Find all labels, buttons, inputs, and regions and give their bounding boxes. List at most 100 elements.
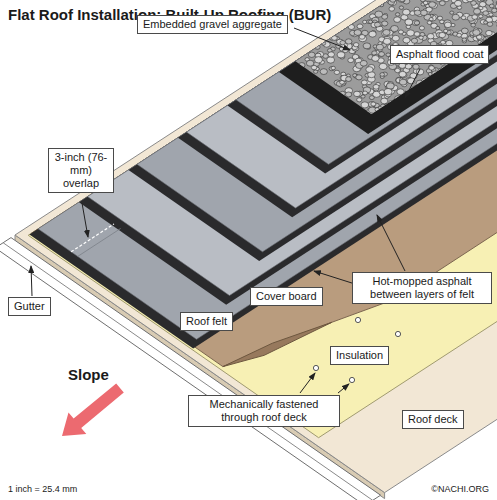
gravel-stone [412,86,419,92]
gravel-stone [444,29,448,32]
callout-box: Cover board [250,287,323,306]
gravel-stone [400,0,405,2]
gravel-stone [419,36,423,40]
gravel-stone [472,15,478,20]
gravel-stone [429,66,435,70]
gravel-stone [390,0,396,2]
gravel-stone [399,79,406,85]
gravel-stone [450,11,454,14]
gravel-stone [374,22,380,27]
cover-board-curl [223,322,332,366]
gravel-stone [321,42,325,45]
gravel-stone [487,22,493,26]
callout-text: Asphalt flood coat [396,48,483,61]
fastener [395,331,400,336]
gravel-stone [380,3,384,6]
gravel-stone [457,33,462,37]
gravel-stone [354,91,361,96]
gravel-stone [375,108,380,112]
gravel-stone [383,29,390,35]
gravel-stone [432,71,438,76]
slope-label: Slope [68,366,109,383]
gravel-stone [489,13,493,16]
gravel-stone [471,23,476,27]
gravel-stone [320,69,327,75]
gravel-stone [436,0,442,2]
cover-board [32,0,497,367]
gravel-stone [386,83,394,89]
gravel-stone [466,0,473,2]
watermark: ©NACHI.ORG [431,484,489,494]
scale-note: 1 inch = 25.4 mm [8,484,77,494]
gravel-stone [383,38,391,44]
callout-box: Insulation [330,346,389,365]
gravel-stone [368,102,375,108]
gravel-stone [308,52,315,57]
callout-box: 3-inch (76-mm) overlap [48,148,114,193]
gravel-stone [412,20,419,26]
overlap-line [71,224,114,252]
gravel-stone [385,103,389,106]
gravel-stone [357,24,363,29]
roof-deck [15,0,497,493]
gravel-stone [376,44,383,50]
gravel-stone [416,80,424,86]
gravel-stone [403,37,410,43]
fastener [349,377,354,382]
gravel-stone [348,58,354,63]
gravel-stone [369,96,374,100]
gravel-stone [492,8,497,12]
gravel-stone [379,52,385,57]
callout-box: Asphalt flood coat [390,45,489,64]
gravel-stone [440,20,444,24]
gravel-stone [331,66,335,69]
roof-felt [137,0,497,252]
leader-line [294,28,350,50]
gravel-stone [373,84,379,89]
gravel-stone [315,45,321,49]
gravel-stone [357,98,362,102]
gravel-stone [413,64,419,69]
gravel-stone [427,34,434,39]
gravel-stone [419,26,424,30]
callout-text: Roof deck [408,413,458,426]
gravel-stone [414,10,421,15]
gravel-stone [384,88,392,94]
gravel-stone [439,32,446,37]
gravel-stone [436,26,440,29]
gravel-stone [381,98,388,104]
roof-felt [88,0,497,295]
gravel-stone [444,22,451,28]
gravel-stone [331,36,337,41]
gravel-stone [480,0,487,1]
callout-text: Cover board [256,290,317,303]
gravel-stone [403,9,410,15]
gravel-stone [363,43,370,49]
gravel-stone [399,71,406,77]
gravel-stone [353,43,358,47]
gravel-stone [389,7,395,12]
gravel-stone [314,70,318,73]
gravel-stone [479,2,486,7]
callout-box: Hot-mopped asphalt between layers of fel… [352,272,492,304]
fastener [355,317,360,322]
gravel-stone [392,35,399,41]
gravel-stone [452,14,459,20]
gravel-stone [391,25,399,31]
callout-text: Embedded gravel aggregate [143,18,282,31]
gravel-stone [461,28,468,34]
gravel-stone [372,55,379,61]
gravel-stone [379,63,387,69]
gravel-stone [489,4,494,8]
leader-line [31,266,32,296]
gravel-stone [363,91,368,95]
gravel-stone [327,57,335,63]
gravel-stone [399,6,403,9]
gravel-stone [379,52,384,56]
gravel-stone [414,32,420,37]
gravel-stone [480,0,485,1]
leader-line [300,373,315,393]
gravel-stone [381,21,387,26]
